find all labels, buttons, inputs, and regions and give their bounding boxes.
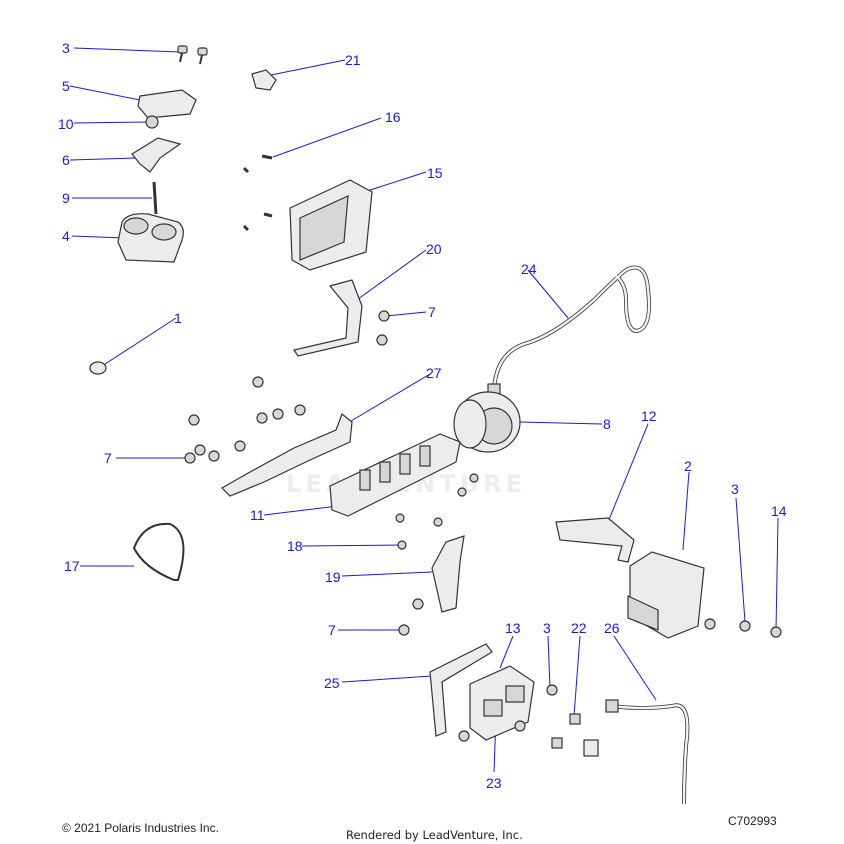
- callout-5[interactable]: 5: [62, 78, 70, 94]
- plate-top-bolt-part: [546, 684, 558, 696]
- callout-13[interactable]: 13: [505, 620, 521, 636]
- cable-tie-part: [132, 522, 185, 581]
- callout-8[interactable]: 8: [603, 416, 611, 432]
- callout-2[interactable]: 2: [684, 458, 692, 474]
- callout-11[interactable]: 11: [250, 507, 265, 523]
- callout-15[interactable]: 15: [427, 165, 443, 181]
- callout-3-right[interactable]: 3: [731, 481, 739, 497]
- callout-26[interactable]: 26: [604, 620, 620, 636]
- voltage-regulator-part: [627, 551, 705, 639]
- top-bracket-part: [137, 89, 197, 119]
- callout-14[interactable]: 14: [771, 503, 787, 519]
- callout-10[interactable]: 10: [58, 116, 74, 132]
- flange-bolt-part: [376, 310, 390, 346]
- callout-24[interactable]: 24: [521, 261, 537, 277]
- callout-7-upper[interactable]: 7: [428, 304, 436, 320]
- bracket-bolt-part: [412, 598, 424, 610]
- callout-3-lower[interactable]: 3: [543, 620, 551, 636]
- plate-bolt-part: [514, 720, 526, 732]
- nut-part: [145, 115, 159, 129]
- leader-lines: [69, 47, 779, 773]
- regulator-bolts-part: [704, 618, 782, 638]
- sensor-cable-part: [605, 699, 690, 805]
- callout-27[interactable]: 27: [426, 365, 442, 381]
- ecu-bracket-part: [293, 279, 363, 357]
- oxygen-sensor-wire-part: [487, 265, 651, 397]
- callout-6[interactable]: 6: [62, 152, 70, 168]
- rail-screws-part: [395, 473, 479, 550]
- ignition-coil-part: [117, 213, 184, 263]
- flange-bolt-lower-part: [398, 624, 410, 636]
- fuel-rail-part: [329, 433, 461, 517]
- callout-7-left[interactable]: 7: [104, 450, 112, 466]
- ecu-screws-part: [242, 154, 273, 232]
- callout-16[interactable]: 16: [385, 109, 401, 125]
- injector-bracket-part: [221, 413, 353, 497]
- connector-part: [551, 713, 599, 757]
- drawing-id-text: C702993: [728, 814, 777, 828]
- callout-17[interactable]: 17: [64, 558, 80, 574]
- callout-3[interactable]: 3: [62, 40, 70, 56]
- long-bolt-part: [152, 181, 158, 215]
- callout-22[interactable]: 22: [571, 620, 587, 636]
- lower-bracket-part: [429, 643, 493, 737]
- coil-bracket-part: [131, 137, 182, 173]
- clip-part: [251, 69, 277, 91]
- ecu-module-part: [289, 179, 373, 271]
- callout-21[interactable]: 21: [345, 52, 361, 68]
- callout-25[interactable]: 25: [324, 675, 340, 691]
- callout-19[interactable]: 19: [325, 569, 341, 585]
- callout-20[interactable]: 20: [426, 241, 442, 257]
- callout-12[interactable]: 12: [641, 408, 657, 424]
- callout-18[interactable]: 18: [287, 538, 303, 554]
- copyright-text: © 2021 Polaris Industries Inc.: [62, 821, 219, 835]
- callout-9[interactable]: 9: [62, 190, 70, 206]
- lower-bracket-bolt-part: [458, 730, 470, 742]
- screw-pair-part: [177, 45, 208, 65]
- rendered-by-text: Rendered by LeadVenture, Inc.: [346, 828, 523, 842]
- throttle-body-part: [453, 391, 521, 453]
- sensor-bracket-part: [431, 535, 465, 613]
- callout-7-lower[interactable]: 7: [328, 622, 336, 638]
- callout-23[interactable]: 23: [486, 775, 502, 791]
- callout-1[interactable]: 1: [174, 310, 182, 326]
- bolt-row-part: [184, 376, 306, 464]
- regulator-bracket-part: [555, 517, 635, 563]
- callout-4[interactable]: 4: [62, 228, 70, 244]
- grommet-part: [89, 361, 107, 375]
